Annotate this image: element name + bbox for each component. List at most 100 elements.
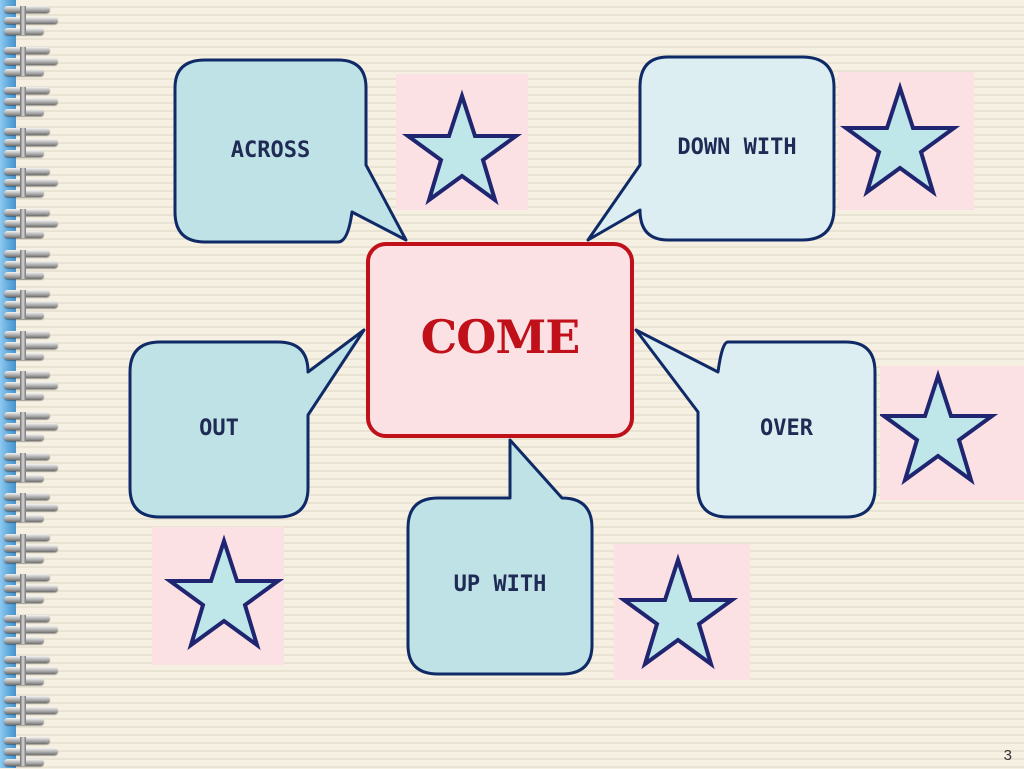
binding-ring-bar xyxy=(4,46,50,54)
binding-ring-bar xyxy=(4,98,58,106)
binding-ring-post xyxy=(20,46,26,76)
binding-ring-bar xyxy=(4,382,58,390)
binding-ring-bar xyxy=(4,301,58,309)
binding-ring-bar xyxy=(4,17,58,24)
binding-ring-bar xyxy=(4,626,58,633)
binding-ring xyxy=(4,733,62,769)
star-tile-3 xyxy=(880,366,1024,500)
star-icon xyxy=(401,89,523,206)
binding-ring-bar xyxy=(4,6,50,13)
binding-ring-bar xyxy=(4,249,50,257)
binding-ring-post xyxy=(20,209,26,238)
binding-ring-bar xyxy=(4,138,58,146)
binding-ring xyxy=(4,124,62,160)
binding-ring-bar xyxy=(4,220,58,227)
binding-ring-bar xyxy=(4,533,50,541)
binding-ring-post xyxy=(20,736,26,766)
bubble-down-with-label: DOWN WITH xyxy=(677,135,797,160)
bubble-across-label: ACROSS xyxy=(230,138,311,163)
binding-ring-post xyxy=(20,412,26,441)
binding-ring-bar xyxy=(4,655,50,663)
binding-ring-post xyxy=(20,696,26,726)
center-word: COME xyxy=(420,310,581,364)
binding-ring-bar xyxy=(4,341,58,349)
page-number: 3 xyxy=(1003,747,1012,764)
binding-ring xyxy=(4,570,62,606)
binding-ring-post xyxy=(20,493,26,523)
binding-ring-bar xyxy=(4,412,50,419)
binding-ring-bar xyxy=(4,544,58,552)
binding-ring xyxy=(4,246,62,282)
binding-ring xyxy=(4,2,62,38)
binding-ring xyxy=(4,530,62,566)
binding-ring-post xyxy=(20,249,26,279)
binding-ring-post xyxy=(20,330,26,360)
binding-ring-post xyxy=(20,127,26,157)
bubble-across-shape xyxy=(173,58,408,244)
binding-ring-post xyxy=(20,371,26,401)
binding-ring xyxy=(4,367,62,403)
binding-ring-post xyxy=(20,574,26,604)
binding-ring xyxy=(4,611,62,647)
binding-ring-bar xyxy=(4,260,58,268)
binding-ring-post xyxy=(20,655,26,685)
bubble-up-with-shape xyxy=(406,438,594,676)
star-tile-5 xyxy=(614,544,750,680)
binding-ring-post xyxy=(20,168,26,198)
binding-ring xyxy=(4,327,62,363)
binding-ring xyxy=(4,83,62,119)
binding-ring-bar xyxy=(4,330,50,338)
star-icon xyxy=(163,534,284,651)
binding-ring-bar xyxy=(4,574,50,582)
bubble-out-label: OUT xyxy=(199,416,239,441)
star-tile-2 xyxy=(838,72,974,210)
binding-ring-bar xyxy=(4,707,58,715)
bubble-over-label: OVER xyxy=(760,416,813,441)
binding-ring-bar xyxy=(4,57,58,65)
binding-ring-post xyxy=(20,87,26,117)
binding-ring xyxy=(4,286,62,322)
binding-ring-bar xyxy=(4,371,50,379)
binding-ring-bar xyxy=(4,179,58,187)
binding-ring-bar xyxy=(4,423,58,430)
binding-ring xyxy=(4,43,62,79)
binding-ring-post xyxy=(20,615,26,644)
binding-ring-bar xyxy=(4,87,50,95)
star-tile-1 xyxy=(396,74,528,210)
binding-ring-bar xyxy=(4,127,50,135)
binding-ring xyxy=(4,205,62,241)
star-icon xyxy=(617,553,739,670)
binding-ring-bar xyxy=(4,585,58,593)
binding-ring-bar xyxy=(4,615,50,622)
binding-ring-bar xyxy=(4,747,58,755)
binding-ring-post xyxy=(20,6,26,35)
binding-ring xyxy=(4,164,62,200)
bubble-up-with-label: UP WITH xyxy=(453,572,547,597)
star-icon xyxy=(839,81,961,198)
bubble-down-with-shape xyxy=(586,55,836,242)
binding-ring xyxy=(4,408,62,444)
binding-ring-bar xyxy=(4,209,50,216)
star-icon xyxy=(880,369,999,486)
binding-ring-bar xyxy=(4,452,50,460)
binding-ring-bar xyxy=(4,168,50,176)
binding-ring-post xyxy=(20,452,26,482)
center-box-shape xyxy=(366,242,634,438)
binding-ring-bar xyxy=(4,666,58,674)
binding-ring-bar xyxy=(4,290,50,298)
binding-ring xyxy=(4,489,62,525)
binding-ring xyxy=(4,652,62,688)
bubble-out-shape xyxy=(128,328,366,519)
binding-ring-bar xyxy=(4,463,58,471)
binding-ring-bar xyxy=(4,736,50,744)
star-tile-4 xyxy=(152,527,284,665)
binding-ring xyxy=(4,692,62,728)
binding-ring-post xyxy=(20,533,26,563)
bubble-over-shape xyxy=(634,328,877,519)
binding-ring xyxy=(4,449,62,485)
binding-ring-bar xyxy=(4,493,50,501)
spiral-binding-icon xyxy=(0,0,70,768)
binding-ring-bar xyxy=(4,696,50,704)
binding-ring-post xyxy=(20,290,26,320)
